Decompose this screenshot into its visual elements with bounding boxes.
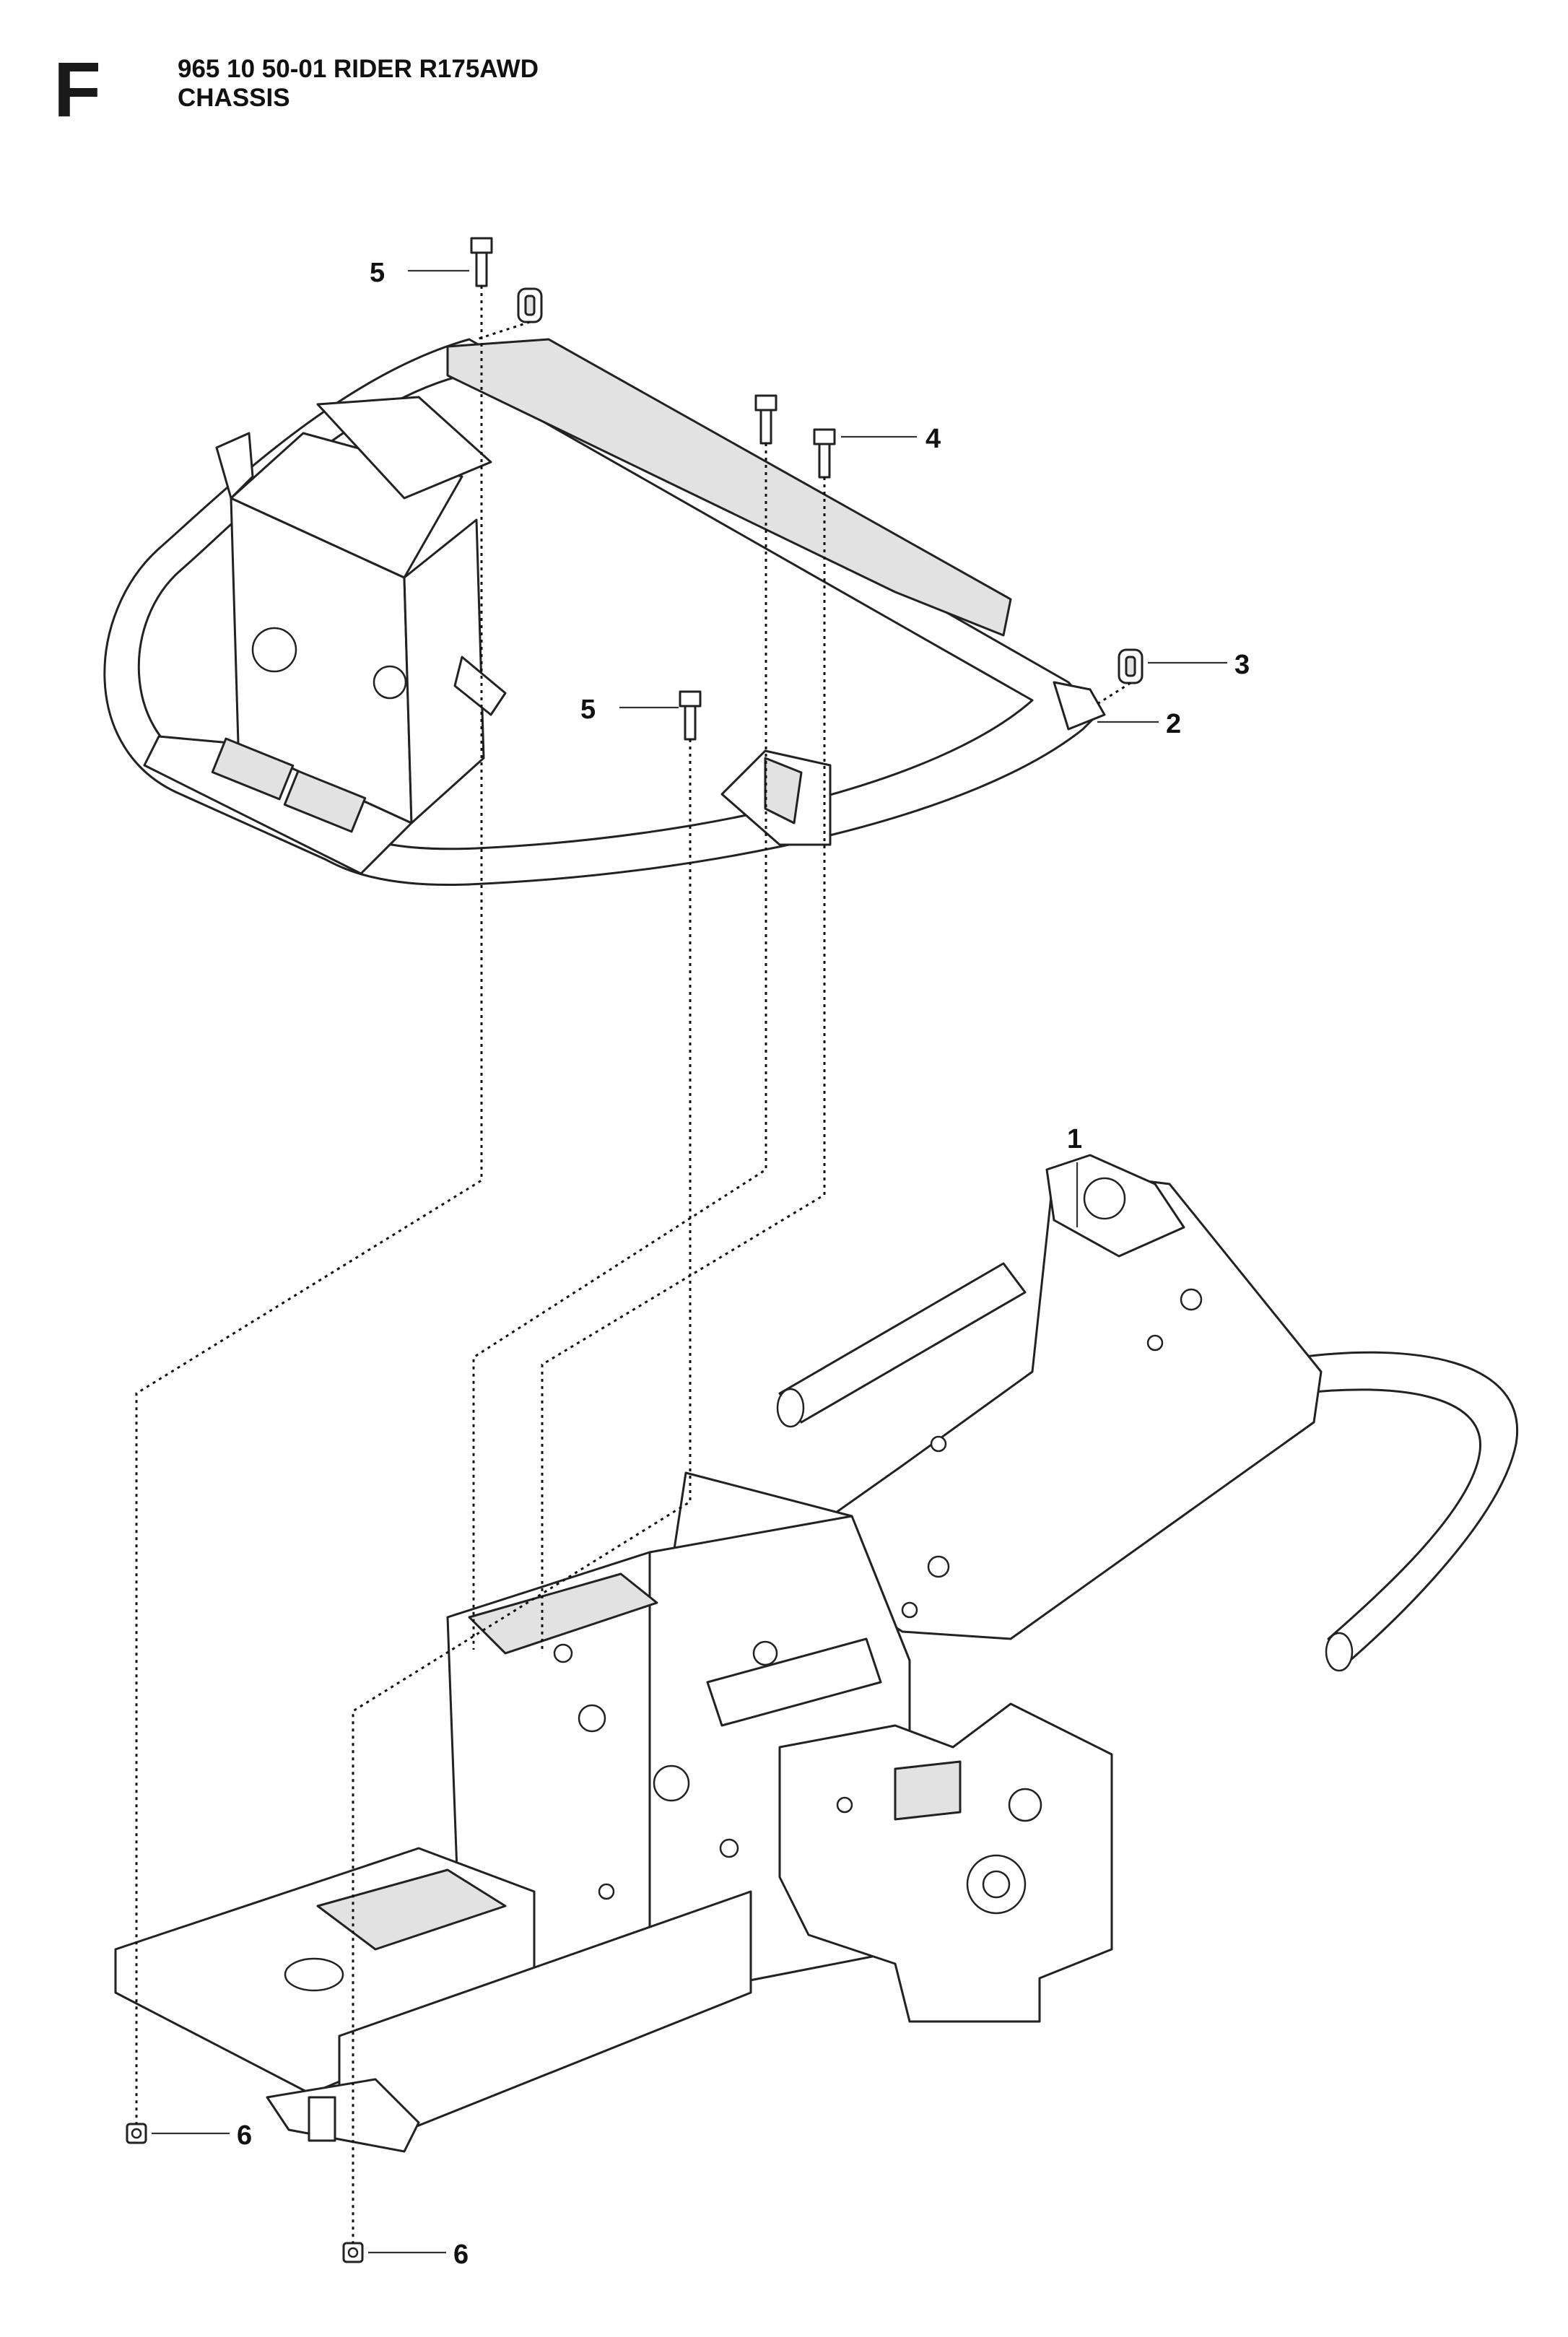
upright-hole: [1083, 1177, 1126, 1220]
bolt-icon: [679, 690, 702, 741]
nut-icon: [126, 2123, 147, 2144]
pivot-foot: [266, 2078, 420, 2153]
bracket-hole: [373, 665, 407, 700]
mount-hole: [1146, 1334, 1164, 1352]
steering-hole-inner: [982, 1870, 1011, 1899]
clip-icon: [1118, 648, 1144, 684]
diagram-header: F 965 10 50-01 RIDER R175AWD CHASSIS: [53, 51, 703, 129]
steering-axle: [706, 1637, 882, 1727]
upper-frame-assembly: [103, 338, 1106, 887]
seat-bracket-side: [403, 518, 485, 824]
base-slot: [283, 770, 367, 833]
assembly-line: [472, 443, 767, 1650]
mount-hole: [578, 1704, 606, 1733]
steering-hole: [1008, 1788, 1042, 1822]
model-line: 965 10 50-01 RIDER R175AWD: [178, 55, 539, 83]
frame-tube-end: [1053, 681, 1106, 731]
assembly-lines: [135, 286, 1131, 2243]
section-letter: F: [53, 45, 101, 133]
crossbar-plate: [446, 338, 1012, 637]
mount-hole: [752, 1640, 778, 1666]
bracket-tab: [453, 656, 507, 716]
mount-hole: [836, 1796, 853, 1814]
callout-6-bottom: 6: [453, 2240, 469, 2270]
mount-hole: [901, 1601, 918, 1619]
assembly-line: [476, 321, 531, 341]
callout-5-top: 5: [370, 258, 385, 288]
seat-bracket-plate: [316, 396, 492, 500]
callout-3: 3: [1234, 650, 1250, 680]
bolt-icon: [754, 394, 778, 445]
bolt-icon: [470, 237, 493, 287]
steering-bracket: [778, 1702, 1113, 2023]
mount-hole: [927, 1555, 950, 1578]
callout-leaders: [152, 269, 1227, 2254]
mount-hole: [553, 1643, 573, 1663]
callout-numbers: 1 2 3 4 5 5 6 6: [237, 258, 1250, 2270]
chassis-top-rail: [778, 1168, 1323, 1640]
floor-hole: [284, 1957, 344, 1992]
main-chassis: [114, 1154, 1519, 2153]
mount-hole: [653, 1764, 690, 1802]
tube-end: [776, 1388, 805, 1428]
chassis-top-recess: [468, 1572, 658, 1655]
mount-hole: [719, 1838, 739, 1858]
nut-icon: [342, 2242, 364, 2263]
callout-5-middle: 5: [580, 695, 596, 725]
callout-2: 2: [1166, 709, 1181, 739]
base-slot: [211, 737, 295, 801]
assembly-line: [352, 739, 692, 2243]
clip-icon: [517, 287, 543, 323]
callout-1: 1: [1067, 1124, 1082, 1154]
front-tube-right: [1298, 1351, 1519, 1662]
assembly-line: [1097, 682, 1131, 705]
tube-end: [1325, 1632, 1354, 1672]
bracket-hole: [251, 627, 297, 673]
nuts: [126, 2123, 364, 2263]
steering-cutout: [894, 1760, 962, 1821]
bolt-icon: [813, 428, 836, 479]
mount-hole: [598, 1883, 615, 1900]
assembly-line: [541, 477, 826, 1653]
front-tube-left: [778, 1262, 1027, 1424]
clips: [517, 287, 1144, 684]
mount-hole: [1180, 1288, 1203, 1311]
section-name: CHASSIS: [178, 84, 290, 112]
callout-6-left: 6: [237, 2120, 252, 2151]
pivot-pin: [308, 2096, 336, 2142]
floor-recess: [316, 1868, 507, 1951]
bracket-tab: [215, 432, 254, 500]
callout-4: 4: [925, 424, 941, 454]
mount-hole: [930, 1435, 947, 1453]
bolts: [470, 237, 836, 741]
